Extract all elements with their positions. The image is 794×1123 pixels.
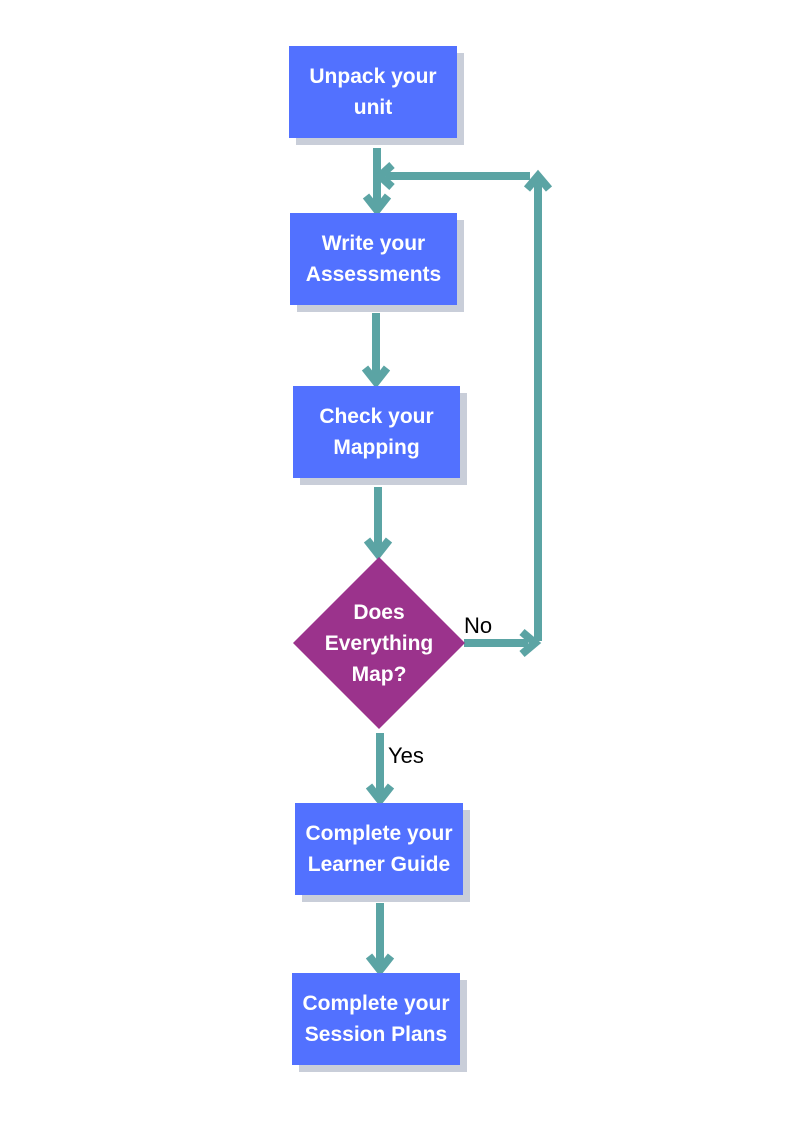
step-label: Check your Mapping [319, 405, 434, 459]
step-label: Write your Assessments [305, 232, 442, 286]
arrow-decision-no-horizontal [464, 628, 542, 658]
decision-diamond [293, 557, 465, 729]
arrow-no-loop-vertical [523, 169, 553, 641]
arrow-learner-guide-to-session-plans [365, 903, 395, 977]
step-complete-session-plans: Complete your Session Plans [292, 973, 460, 1065]
step-label: Complete your Session Plans [302, 992, 450, 1046]
step-unpack-unit: Unpack your unit [289, 46, 457, 138]
step-check-mapping: Check your Mapping [293, 386, 460, 478]
arrow-write-to-check [361, 313, 391, 389]
arrow-no-loop-return [374, 162, 530, 190]
arrow-check-to-decision [363, 487, 393, 561]
edge-label-no: No [464, 613, 493, 638]
arrow-decision-yes-to-learner-guide [365, 733, 395, 807]
decision-label: Does Everything Map? [324, 600, 434, 686]
step-label: Unpack your unit [309, 65, 437, 119]
edge-label-yes: Yes [388, 743, 424, 768]
step-label: Complete your Learner Guide [305, 822, 453, 876]
step-write-assessments: Write your Assessments [290, 213, 457, 305]
step-complete-learner-guide: Complete your Learner Guide [295, 803, 463, 895]
